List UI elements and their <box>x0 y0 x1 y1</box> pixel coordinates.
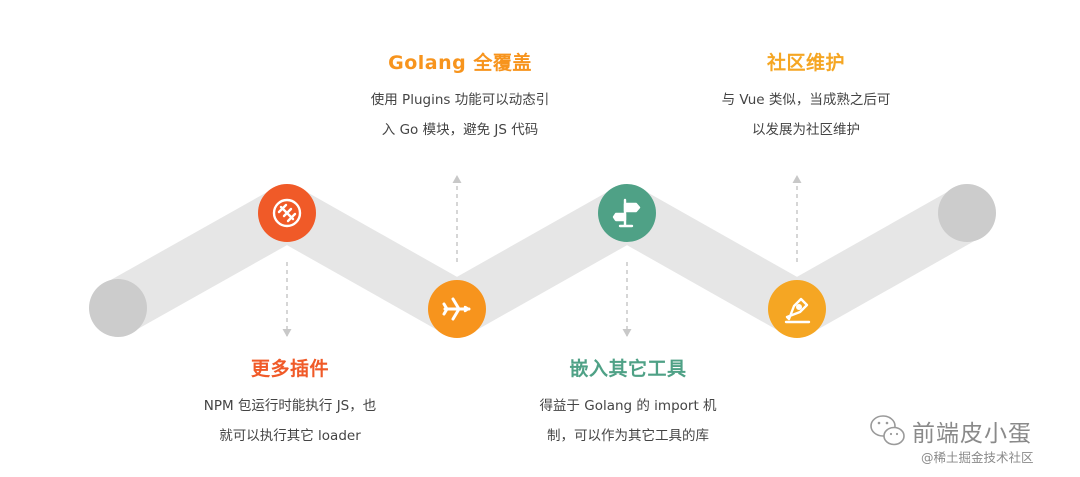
node-desc: 得益于 Golang 的 import 机 制，可以作为其它工具的库 <box>508 391 748 451</box>
node-circle <box>598 184 656 242</box>
node-embed-tools <box>598 184 656 242</box>
connector-arrows <box>282 175 802 337</box>
track-start-cap <box>89 279 147 337</box>
node-desc-line: 就可以执行其它 loader <box>219 428 361 444</box>
connector-arrow <box>452 175 462 262</box>
node-more-plugins-text: 更多插件 NPM 包运行时能执行 JS，也 就可以执行其它 loader <box>170 354 410 451</box>
node-community-text: 社区维护 与 Vue 类似，当成熟之后可 以发展为社区维护 <box>686 48 926 145</box>
node-title: 更多插件 <box>250 358 329 380</box>
node-desc-line: 以发展为社区维护 <box>752 122 860 138</box>
node-desc: 使用 Plugins 功能可以动态引 入 Go 模块，避免 JS 代码 <box>340 85 580 145</box>
plugin-puzzle-icon <box>272 198 302 228</box>
watermark-name: 前端皮小蛋 <box>912 421 1032 447</box>
node-icons <box>258 184 826 338</box>
node-desc: 与 Vue 类似，当成熟之后可 以发展为社区维护 <box>686 85 926 145</box>
watermark-sub: @稀土掘金技术社区 <box>921 450 1034 465</box>
connector-arrow <box>622 262 632 337</box>
node-title: Golang 全覆盖 <box>388 52 532 74</box>
node-desc-line: 与 Vue 类似，当成熟之后可 <box>721 92 891 108</box>
wechat-icon <box>870 415 905 446</box>
node-desc-line: 使用 Plugins 功能可以动态引 <box>370 92 550 108</box>
node-golang-coverage-text: Golang 全覆盖 使用 Plugins 功能可以动态引 入 Go 模块，避免… <box>340 48 580 145</box>
node-desc: NPM 包运行时能执行 JS，也 就可以执行其它 loader <box>170 391 410 451</box>
zigzag-track <box>89 184 996 337</box>
node-more-plugins <box>258 184 316 242</box>
track-band <box>90 185 995 337</box>
node-desc-line: NPM 包运行时能执行 JS，也 <box>203 398 377 414</box>
node-golang-coverage <box>428 280 486 338</box>
node-embed-tools-text: 嵌入其它工具 得益于 Golang 的 import 机 制，可以作为其它工具的… <box>508 354 748 451</box>
node-desc-line: 入 Go 模块，避免 JS 代码 <box>381 122 539 138</box>
connector-arrow <box>792 175 802 262</box>
signpost-icon <box>612 198 641 228</box>
node-community <box>768 280 826 338</box>
connector-arrow <box>282 262 292 337</box>
track-end-cap <box>938 184 996 242</box>
node-title: 嵌入其它工具 <box>569 358 687 380</box>
node-desc-line: 制，可以作为其它工具的库 <box>547 428 709 444</box>
airplane-icon <box>442 297 471 321</box>
node-title: 社区维护 <box>766 52 845 74</box>
pen-nib-icon <box>784 297 811 324</box>
node-desc-line: 得益于 Golang 的 import 机 <box>539 398 717 414</box>
